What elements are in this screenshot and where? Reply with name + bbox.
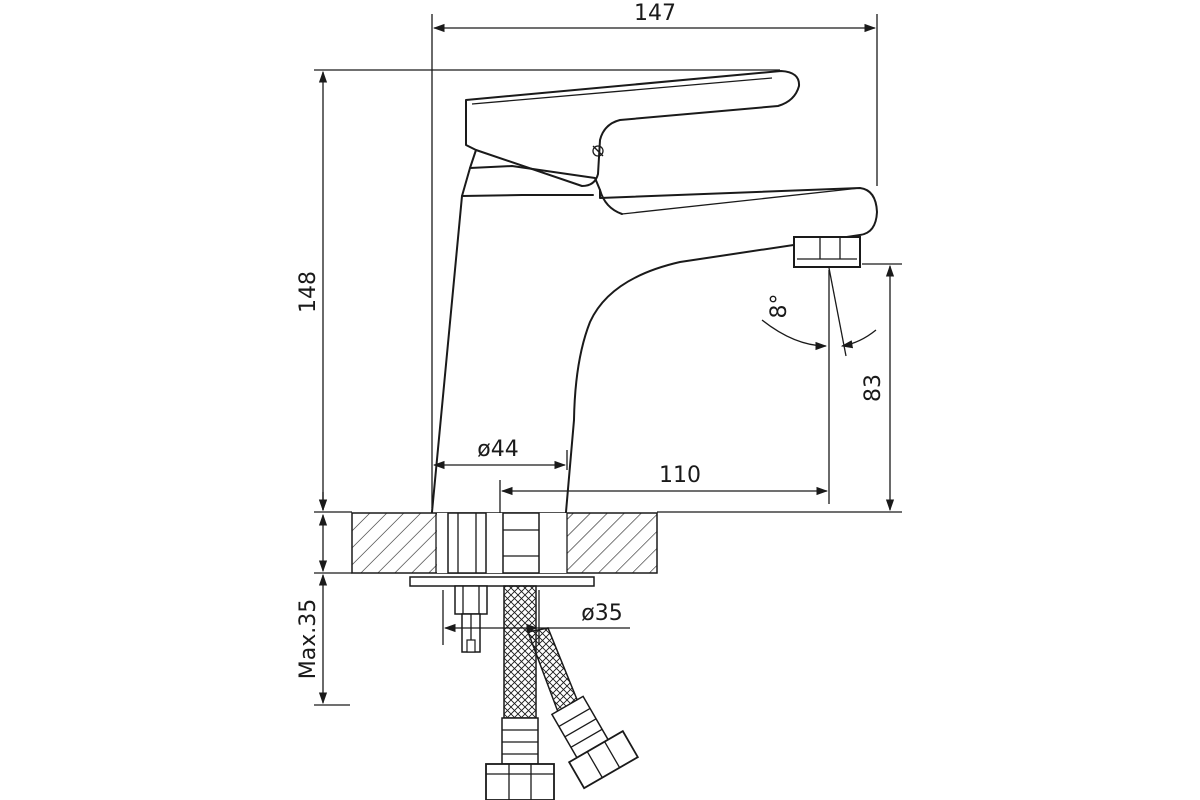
dimension-labels: 147 148 83 110 ø44 ø35 Max.35 8° (296, 1, 886, 679)
height-label: 148 (296, 271, 321, 313)
mount-diameter-label: ø35 (581, 601, 622, 626)
countertop-section (351, 512, 658, 574)
flex-hose-left (485, 585, 555, 800)
extension-lines (314, 14, 902, 706)
spout-reach-label: 110 (659, 463, 701, 488)
faucet-body (431, 149, 878, 513)
lever-handle (465, 70, 801, 187)
flex-hose-right (526, 627, 640, 790)
spout-height-label: 83 (861, 374, 886, 402)
spout-angle-label: 8° (767, 294, 792, 319)
max-thickness-label: Max.35 (296, 599, 321, 679)
base-diameter-label: ø44 (477, 437, 518, 462)
width-label: 147 (634, 1, 676, 26)
dimension-lines (318, 23, 895, 705)
mounting-plate (409, 576, 595, 653)
